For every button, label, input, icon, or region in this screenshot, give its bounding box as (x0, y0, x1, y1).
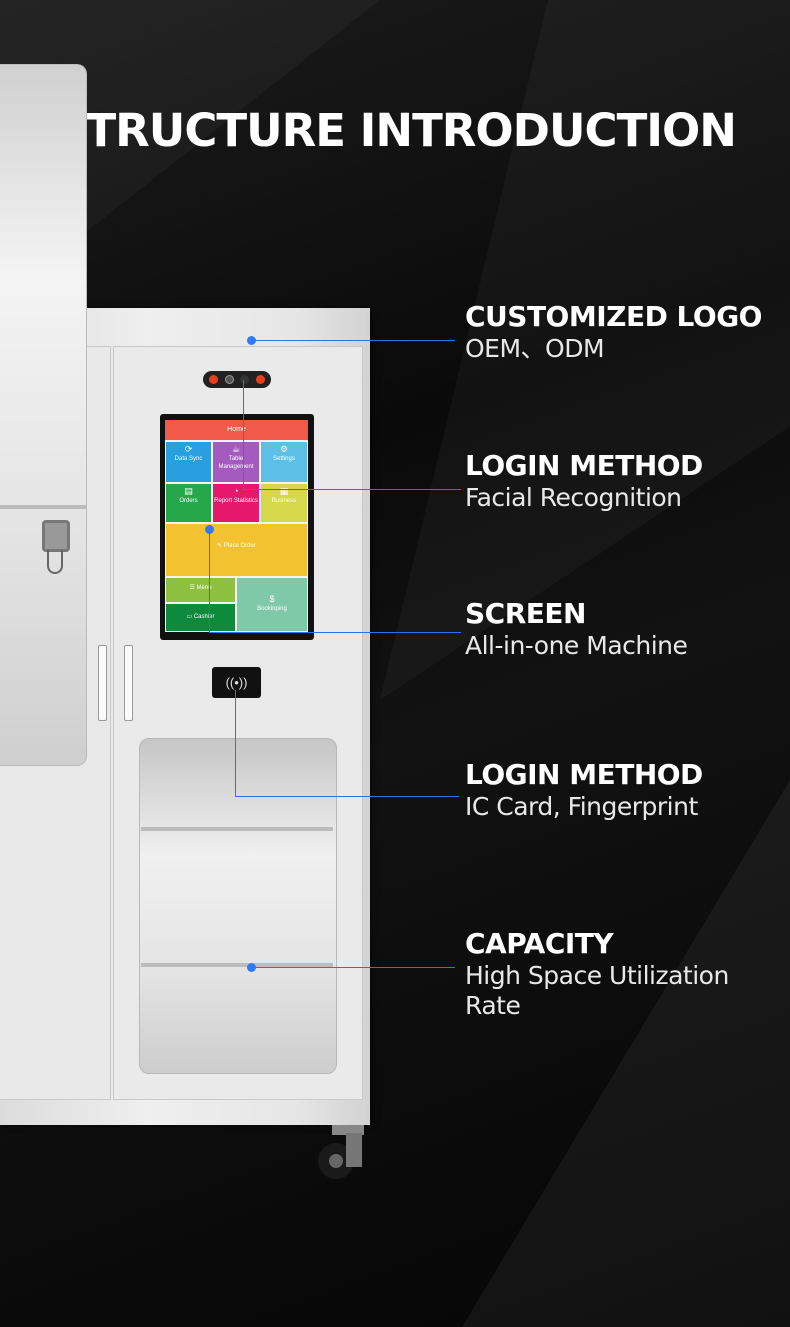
tile-cashier[interactable]: ▭ Cashier (166, 604, 235, 631)
feature-subtitle: OEM、ODM (465, 334, 605, 363)
callout-line (243, 489, 461, 490)
order-icon: ✎ (217, 543, 224, 549)
tile-table-management[interactable]: ☕Table Management (213, 442, 259, 482)
caster-wheel-icon (318, 1125, 364, 1179)
door-handle (98, 645, 107, 721)
tile-menu[interactable]: ☰ Menu (166, 578, 235, 602)
cashier-icon: ▭ (186, 614, 194, 620)
feature-customized-logo: CUSTOMIZED LOGO OEM、ODM (465, 300, 775, 364)
feature-subtitle: IC Card, Fingerprint (465, 792, 698, 821)
sync-icon: ⟳ (184, 444, 193, 454)
callout-line (252, 340, 455, 341)
callout-line (252, 967, 455, 968)
feature-subtitle: Facial Recognition (465, 483, 682, 512)
nfc-icon: ((•)) (212, 667, 261, 698)
booking-icon: $ (269, 594, 275, 604)
feature-capacity: CAPACITY High Space Utilization Rate (465, 927, 755, 1021)
callout-line (235, 690, 236, 797)
shelf (141, 827, 333, 831)
gear-icon: ⚙ (279, 444, 289, 454)
shelf (0, 505, 86, 509)
callout-dot (247, 336, 256, 345)
feature-login-facial: LOGIN METHOD Facial Recognition (465, 449, 775, 513)
tile-data-sync[interactable]: ⟳Data Sync (166, 442, 211, 482)
left-window (0, 64, 87, 766)
orders-icon: ▤ (184, 486, 193, 496)
feature-title: SCREEN (465, 597, 586, 630)
callout-line (243, 380, 244, 490)
feature-title: CAPACITY (465, 927, 614, 960)
hanger-icon (42, 520, 70, 552)
shelf (141, 963, 333, 967)
face-camera (203, 371, 271, 388)
background-shard (462, 780, 790, 1327)
callout-dot (247, 963, 256, 972)
feature-title: CUSTOMIZED LOGO (465, 300, 763, 333)
callout-line (209, 632, 461, 633)
tile-settings[interactable]: ⚙Settings (261, 442, 307, 482)
screen-ui: Home ⟳Data Sync ☕Table Management ⚙Setti… (165, 420, 308, 632)
chart-icon: ◔ (233, 486, 239, 496)
callout-line (209, 529, 210, 632)
feature-title: LOGIN METHOD (465, 449, 703, 482)
menu-icon: ☰ (189, 585, 197, 591)
tile-report-statistics[interactable]: ◔Report Statistics (213, 484, 259, 522)
tile-orders[interactable]: ▤Orders (166, 484, 211, 522)
door-handle (124, 645, 133, 721)
tile-business[interactable]: ▦Business (261, 484, 307, 522)
right-window (139, 738, 337, 1074)
feature-subtitle: All-in-one Machine (465, 631, 688, 660)
table-icon: ☕ (231, 444, 241, 454)
callout-line (235, 796, 459, 797)
touch-screen: Home ⟳Data Sync ☕Table Management ⚙Setti… (160, 414, 314, 640)
feature-screen: SCREEN All-in-one Machine (465, 597, 775, 661)
tile-place-order[interactable]: ✎ Place Order (166, 524, 307, 576)
feature-title: LOGIN METHOD (465, 758, 703, 791)
business-icon: ▦ (279, 486, 289, 496)
tile-bookinping[interactable]: $Bookinping (237, 578, 307, 631)
screen-header: Home (165, 420, 308, 440)
page-title: STRUCTURE INTRODUCTION (54, 104, 737, 157)
hook-icon (47, 550, 63, 574)
feature-login-card: LOGIN METHOD IC Card, Fingerprint (465, 758, 775, 822)
feature-subtitle: High Space Utilization Rate (465, 961, 729, 1020)
